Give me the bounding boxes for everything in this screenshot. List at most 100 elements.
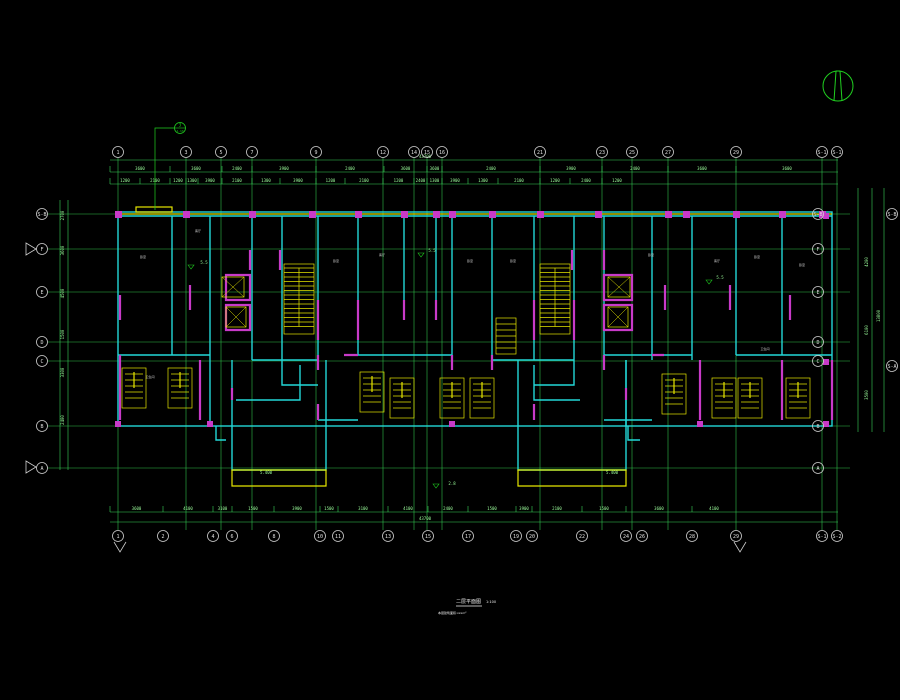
bottom-dim-13: 3600 bbox=[654, 506, 664, 511]
axis-bottom-4-label: 8 bbox=[272, 534, 275, 540]
top-dim-2-17: 2400 bbox=[581, 178, 591, 183]
bottom-dim-14: 4100 bbox=[709, 506, 719, 511]
axis-bottom-6: 11 bbox=[332, 530, 344, 542]
column bbox=[665, 211, 672, 218]
shear-walls bbox=[118, 250, 834, 420]
axis-bottom-17-label: S-1 bbox=[817, 534, 826, 540]
axis-right-5: B bbox=[812, 420, 824, 432]
axis-top-4-label: 9 bbox=[314, 150, 317, 156]
axis-top-7-label: 15 bbox=[424, 150, 430, 156]
axis-top-3: 7 bbox=[246, 146, 258, 158]
axis-right-6-label: A bbox=[816, 466, 819, 472]
top-dim-2-3: 1300 bbox=[187, 178, 197, 183]
right-seg-3: 3500 bbox=[864, 390, 869, 400]
drawing-title: 二层平面图 bbox=[456, 599, 481, 605]
fixture-block bbox=[439, 377, 465, 419]
axis-top-13-label: 29 bbox=[733, 150, 739, 156]
bottom-dim-5: 1500 bbox=[324, 506, 334, 511]
axis-bottom-10: 19 bbox=[510, 530, 522, 542]
axis-top-5-label: 12 bbox=[380, 150, 386, 156]
horizontal-grid-lines bbox=[48, 213, 850, 469]
axis-bottom-16: 29 bbox=[730, 530, 742, 542]
bathroom-fixtures bbox=[121, 367, 811, 419]
column bbox=[433, 211, 440, 218]
axis-top-8: 16 bbox=[436, 146, 448, 158]
top-dim-1-9: 2400 bbox=[630, 166, 640, 171]
axis-bottom-15-label: 28 bbox=[689, 534, 695, 540]
axis-bottom-6-label: 11 bbox=[335, 534, 341, 540]
axis-bottom-10-label: 19 bbox=[513, 534, 519, 540]
axis-right-far-top: S-B bbox=[886, 208, 898, 220]
column bbox=[401, 211, 408, 218]
top-dim-1-0: 3600 bbox=[135, 166, 145, 171]
axis-top-2-label: 5 bbox=[219, 150, 222, 156]
axis-bottom-8: 15 bbox=[422, 530, 434, 542]
section-arrows bbox=[25, 242, 747, 553]
column bbox=[683, 211, 690, 218]
axis-top-9: 21 bbox=[534, 146, 546, 158]
axis-left-1-label: F bbox=[40, 247, 43, 253]
axis-left-2: E bbox=[36, 286, 48, 298]
axis-bottom-12-label: 22 bbox=[579, 534, 585, 540]
axis-top-7: 15 bbox=[421, 146, 433, 158]
top-dim-2-14: 1300 bbox=[478, 178, 488, 183]
axis-right-3-label: D bbox=[816, 340, 819, 346]
axis-bottom-1: 2 bbox=[157, 530, 169, 542]
axis-top-10: 23 bbox=[596, 146, 608, 158]
axis-left-0-label: S-B bbox=[37, 212, 46, 218]
top-dim-1-11: 3600 bbox=[782, 166, 792, 171]
bottom-total-dimension: 43700 bbox=[419, 516, 432, 521]
axis-left-1: F bbox=[36, 243, 48, 255]
callout-number: 3 bbox=[179, 123, 182, 128]
axis-bottom-16-label: 29 bbox=[733, 534, 739, 540]
room-label-13: 卫生间 bbox=[145, 374, 154, 379]
axis-left-5: B bbox=[36, 420, 48, 432]
axis-right-far-sa-label: S-A bbox=[887, 364, 896, 370]
axis-bottom-8-label: 15 bbox=[425, 534, 431, 540]
top-dim-2-16: 1200 bbox=[550, 178, 560, 183]
top-dim-1-4: 2400 bbox=[345, 166, 355, 171]
axis-top-9-label: 21 bbox=[537, 150, 543, 156]
left-dim-5: 2400 bbox=[60, 415, 65, 425]
axis-left-3: D bbox=[36, 336, 48, 348]
axis-top-0-label: 1 bbox=[116, 150, 119, 156]
bottom-dim-0: 3600 bbox=[132, 506, 142, 511]
axis-top-15-label: S-1 bbox=[832, 150, 841, 156]
axis-bottom-7-label: 13 bbox=[385, 534, 391, 540]
axis-bottom-14: 26 bbox=[636, 530, 648, 542]
fixture-block bbox=[121, 367, 147, 409]
axis-left-5-label: B bbox=[40, 424, 43, 430]
axis-right-3: D bbox=[812, 336, 824, 348]
room-label-4: 客厅 bbox=[379, 252, 385, 257]
fixture-block bbox=[785, 377, 811, 419]
axis-bottom-11-label: 20 bbox=[529, 534, 535, 540]
column bbox=[115, 211, 122, 218]
axis-top-2: 5 bbox=[215, 146, 227, 158]
top-dim-1-10: 3600 bbox=[697, 166, 707, 171]
top-dim-1-1: 3600 bbox=[191, 166, 201, 171]
axis-right-5-label: B bbox=[816, 424, 819, 430]
fixture-block bbox=[737, 377, 763, 419]
axis-bottom-9: 17 bbox=[462, 530, 474, 542]
axis-right-far-sa: S-A bbox=[886, 360, 898, 372]
column bbox=[823, 421, 829, 427]
axis-bottom-3-label: 6 bbox=[230, 534, 233, 540]
room-label-6: 卧室 bbox=[510, 258, 516, 263]
drawing-note: 本层建筑面积:xxxm² bbox=[438, 610, 467, 615]
staircase-right bbox=[539, 263, 571, 335]
axis-right-4-label: C bbox=[816, 359, 819, 365]
room-label-1: 卧室 bbox=[140, 254, 146, 259]
top-dim-2-7: 3900 bbox=[293, 178, 303, 183]
axis-right-1: F bbox=[812, 243, 824, 255]
axis-bottom-13: 24 bbox=[620, 530, 632, 542]
axis-top-4: 9 bbox=[310, 146, 322, 158]
left-dim-2: 4500 bbox=[60, 288, 65, 298]
bottom-dim-7: 4100 bbox=[403, 506, 413, 511]
bottom-dim-12: 1500 bbox=[599, 506, 609, 511]
top-dim-2-15: 2100 bbox=[514, 178, 524, 183]
axis-bottom-18-label: S-2 bbox=[832, 534, 841, 540]
top-dim-2-8: 1200 bbox=[326, 178, 336, 183]
top-dim-2-9: 2100 bbox=[359, 178, 369, 183]
